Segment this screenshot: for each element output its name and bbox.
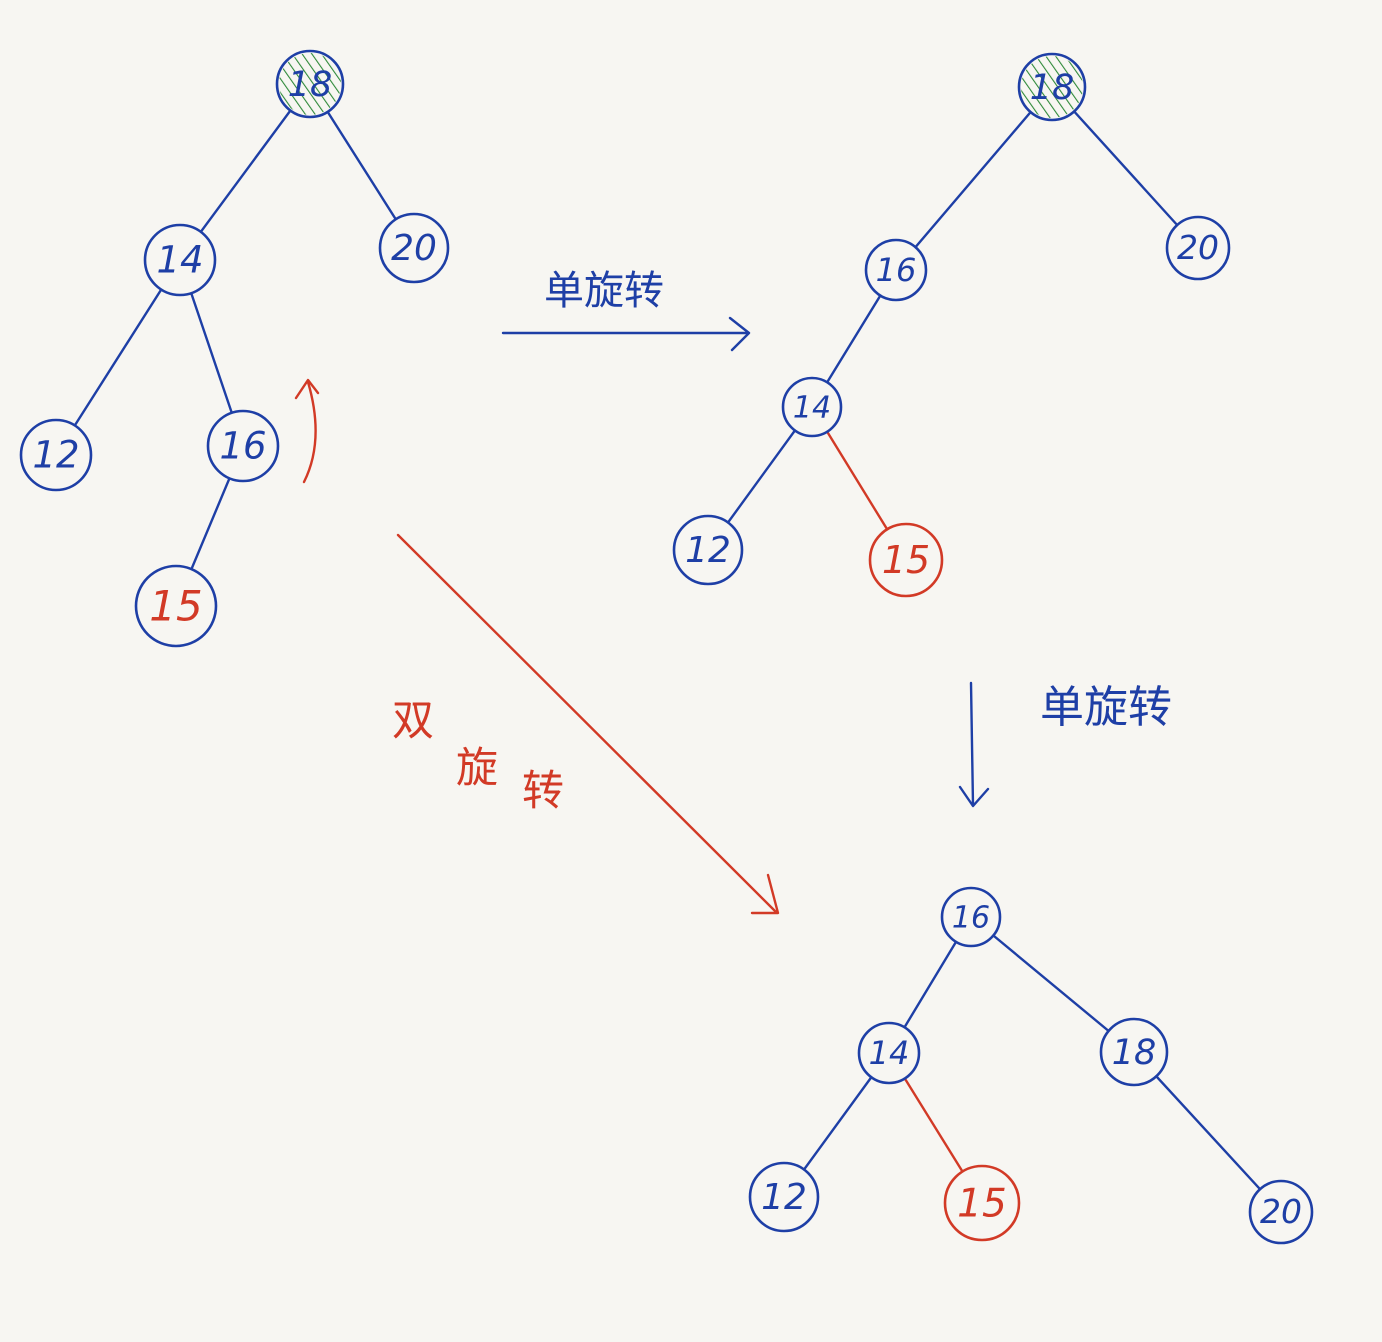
double-rotation-arrow [396,533,780,915]
node-circle [206,409,280,483]
node-value: 14 [793,390,831,425]
tree-node-balanced-15: 15 [943,1164,1021,1242]
node-fill [870,524,942,596]
tree-node-after-first-rotation-14: 14 [781,376,843,438]
node-fill [21,420,91,490]
tree-node-balanced-12: 12 [748,1161,820,1233]
node-value: 15 [957,1181,1007,1226]
node-value: 12 [761,1177,807,1218]
tree-node-initial-14: 14 [143,223,217,297]
node-fill [942,888,1000,946]
tree-node-after-first-rotation-20: 20 [1165,215,1231,281]
node-fill [1250,1181,1312,1243]
node-circle [1017,52,1087,122]
node-hatching [279,53,341,115]
node-value: 15 [882,538,930,582]
node-value: 16 [219,425,266,468]
tree-node-balanced-14: 14 [857,1021,921,1085]
tree-edge-initial-a14-a12 [54,258,182,457]
edges-layer [54,82,1283,1214]
tree-edge-balanced-c16-c18 [969,915,1136,1054]
node-circle [1165,215,1231,281]
node-value: 12 [685,530,731,571]
node-circle [857,1021,921,1085]
node-value: 14 [156,239,203,282]
node-fill [380,214,448,282]
tree-edge-after-first-rotation-b18-b20 [1050,85,1200,250]
node-value: 18 [1112,1033,1157,1073]
single-rotation-label-right: 单旋转 [1040,682,1172,733]
node-circle [672,514,744,586]
node-value: 14 [869,1034,910,1072]
node-circle [864,238,928,302]
node-circle [940,886,1002,948]
node-fill [750,1163,818,1231]
node-circle [378,212,450,284]
node-value: 18 [288,65,333,105]
node-circle [275,49,345,119]
tree-edge-balanced-c18-c20 [1132,1050,1283,1214]
tree-node-initial-15: 15 [134,564,218,648]
node-circle [868,522,944,598]
node-fill [674,516,742,584]
node-value: 20 [391,228,437,269]
node-fill [1167,217,1229,279]
node-circle [134,564,218,648]
node-value: 15 [149,581,202,630]
node-fill [859,1023,919,1083]
arrows-layer [294,316,990,915]
tree-node-balanced-16: 16 [940,886,1002,948]
node-value: 16 [876,251,917,289]
node-fill [866,240,926,300]
tree-node-initial-20: 20 [378,212,450,284]
tree-edge-after-first-rotation-b18-b16 [894,85,1054,272]
node-circle [748,1161,820,1233]
tree-edge-initial-a18-a14 [178,82,312,262]
tree-node-initial-12: 12 [19,418,93,492]
tree-node-initial-18: 18 [275,49,345,119]
node-circle [781,376,843,438]
node-circle [1248,1179,1314,1245]
node-fill [783,378,841,436]
tree-node-initial-16: 16 [206,409,280,483]
tree-node-after-first-rotation-15: 15 [868,522,944,598]
node-value: 12 [32,434,79,477]
tree-node-after-first-rotation-12: 12 [672,514,744,586]
node-value: 18 [1030,68,1075,108]
node-fill [145,225,215,295]
node-circle [943,1164,1021,1242]
node-fill [136,566,216,646]
node-fill [208,411,278,481]
node-circle [1099,1017,1169,1087]
single-rotation-label-top: 单旋转 [544,268,664,314]
node-value: 20 [1177,228,1219,267]
tree-node-balanced-18: 18 [1099,1017,1169,1087]
node-value: 20 [1260,1192,1302,1231]
single-rotation-arrow-vertical [958,681,990,808]
node-value: 16 [952,900,990,935]
node-circle [143,223,217,297]
nodes-layer: 18 14 20 12 16 15 18 16 20 14 12 15 16 14 18 12 15 20 [19,49,1314,1245]
tree-node-after-first-rotation-18: 18 [1017,52,1087,122]
double-rotation-label: 双旋转 [392,696,564,815]
node-fill [1101,1019,1167,1085]
node-hatching [1021,56,1083,118]
tree-node-balanced-20: 20 [1248,1179,1314,1245]
tree-node-after-first-rotation-16: 16 [864,238,928,302]
single-rotation-arrow-horizontal [501,316,751,352]
rotation-direction-arrow [294,378,320,484]
node-circle [19,418,93,492]
node-fill [945,1166,1019,1240]
labels-layer: 单旋转 单旋转 双旋转 [392,268,1172,815]
